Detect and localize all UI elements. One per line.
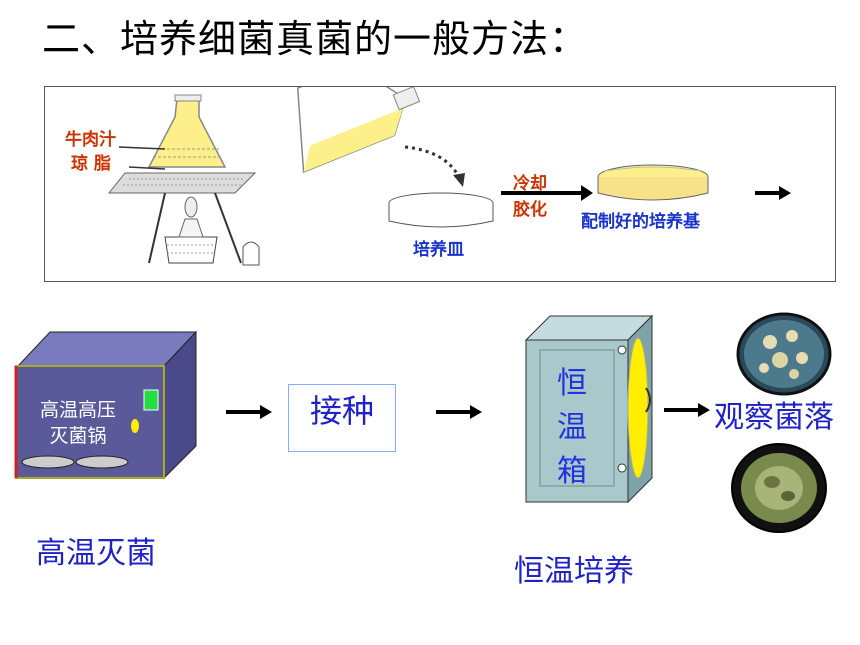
broth-pointer-line [118,146,166,150]
prepared-medium-label: 配制好的培养基 [581,212,700,232]
alcohol-lamp-icon [164,196,218,264]
preparation-illustration [107,87,791,266]
broth-label: 牛肉汁 [65,130,116,150]
incubator-char-2: 温 [557,410,587,445]
incubate-caption: 恒温培养 [514,554,634,589]
incubator-char-1: 恒 [557,366,587,401]
inoculate-label: 接种 [309,392,374,430]
page-title: 二、培养细菌真菌的一般方法： [42,17,589,61]
lamp-cap-icon [242,241,260,266]
inoculate-box: 接种 [288,384,396,452]
arrow-to-inoculate-icon [226,405,272,419]
flask-with-broth-icon [147,94,227,168]
bacterial-colony-dish-icon [736,312,832,396]
petri-dish-icon [388,192,494,228]
autoclave-icon [14,330,198,480]
wire-gauze-icon [107,172,257,194]
gel-label: 胶化 [513,200,547,220]
tripod-stand-icon [148,192,242,264]
fungal-colony-dish-icon [731,443,827,533]
prepared-medium-dish-icon [597,164,709,201]
agar-label: 琼 脂 [71,154,111,174]
incubator-icon [524,314,654,504]
autoclave-label-line2: 灭菌锅 [49,425,107,447]
agar-pointer-line [128,166,166,170]
medium-preparation-panel: 牛肉汁 琼 脂 冷却 胶化 培养皿 配制好的培养基 [44,86,836,282]
arrow-to-observe-icon [664,403,710,417]
incubator-char-3: 箱 [557,454,587,489]
autoclave-label-line1: 高温高压 [39,399,116,421]
pouring-flask-icon [296,87,421,174]
sterilize-caption: 高温灭菌 [36,536,156,571]
petri-dish-label: 培养皿 [413,240,464,260]
observe-colonies-label: 观察菌落 [714,400,834,435]
arrow-to-incubator-icon [436,405,482,419]
pour-arrow-icon [404,145,461,178]
cool-label: 冷却 [513,174,547,194]
